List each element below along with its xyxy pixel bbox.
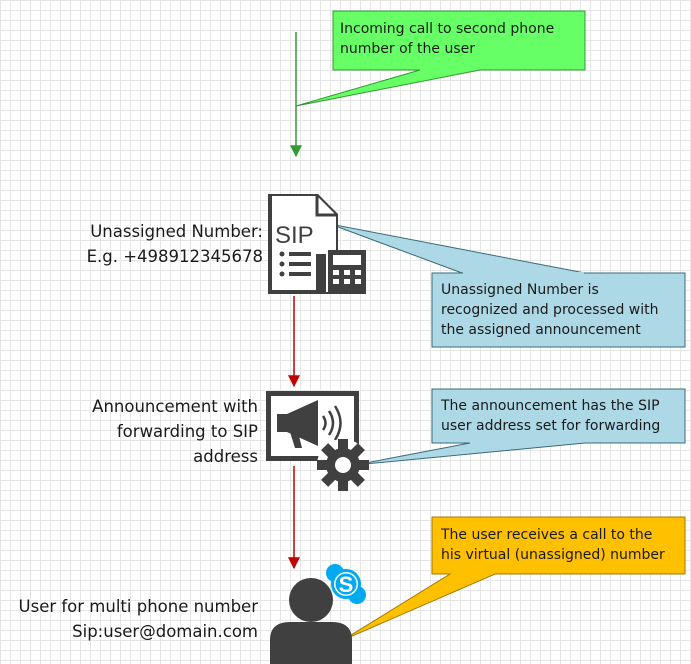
callout-user (342, 516, 686, 641)
callout-recognized-line2: recognized and processed with (441, 302, 659, 318)
callout-incoming-line1: Incoming call to second phone (340, 21, 555, 37)
sip-phone-icon: SIP (268, 194, 366, 294)
user-icon (270, 578, 352, 664)
callout-recognized (329, 223, 586, 274)
callout-incoming-text: Incoming call to second phone number of … (340, 19, 554, 59)
callout-incoming (295, 10, 586, 107)
callout-announcement (354, 388, 686, 466)
callout-announcement-line2: user address set for forwarding (441, 418, 661, 434)
callout-recognized-line1: Unassigned Number is (441, 282, 599, 298)
unassigned-number-label: Unassigned Number: E.g. +498912345678 (87, 219, 263, 269)
callout-announcement-line1: The announcement has the SIP (441, 398, 660, 414)
user-label-line2: Sip:user@domain.com (72, 622, 258, 641)
announcement-label: Announcement with forwarding to SIP addr… (92, 394, 258, 469)
unassigned-label-line2: E.g. +498912345678 (86, 247, 263, 266)
callout-user-line1: The user receives a call to the (441, 527, 653, 543)
announcement-label-line2: forwarding to SIP (116, 422, 258, 441)
announcement-label-line3: address (193, 447, 258, 466)
callout-recognized-line3: the assigned announcement (441, 322, 641, 338)
callout-recognized-box (431, 272, 686, 348)
user-label: User for multi phone number Sip:user@dom… (19, 594, 258, 644)
callout-user-text: The user receives a call to the his virt… (441, 525, 665, 565)
callout-user-line2: his virtual (unassigned) number (441, 547, 665, 563)
callout-recognized-text: Unassigned Number is recognized and proc… (441, 280, 659, 340)
sip-text: SIP (275, 222, 314, 249)
callout-announcement-text: The announcement has the SIP user addres… (441, 396, 660, 436)
announcement-label-line1: Announcement with (92, 397, 258, 416)
skype-icon: S (326, 564, 366, 604)
user-label-line1: User for multi phone number (18, 597, 258, 616)
callout-incoming-line2: number of the user (340, 41, 475, 57)
skype-letter: S (339, 572, 354, 597)
unassigned-label-line1: Unassigned Number: (90, 222, 263, 241)
megaphone-gear-icon (266, 391, 369, 491)
